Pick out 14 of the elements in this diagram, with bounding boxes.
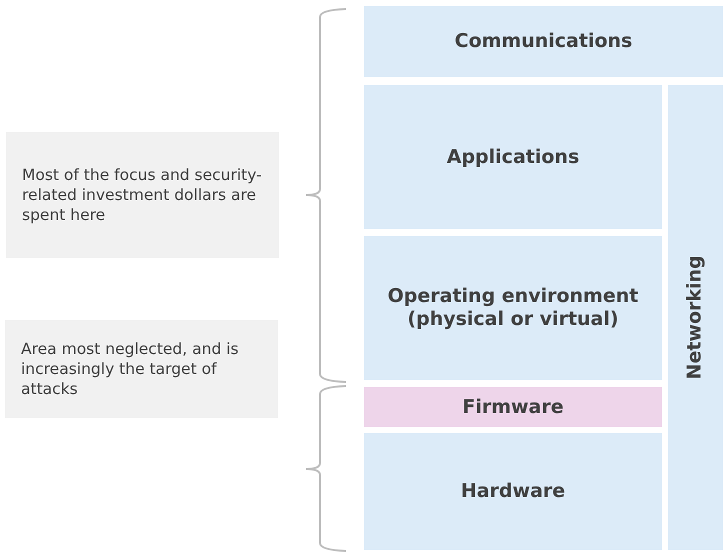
layer-box — [364, 236, 662, 380]
layer-label: Applications — [446, 146, 580, 168]
layer-box — [364, 85, 662, 229]
layer-box — [364, 433, 662, 550]
layer-box — [364, 6, 723, 77]
layer-label: Hardware — [460, 480, 566, 503]
layer-box — [364, 387, 662, 427]
note-text: Most of the focus and security-related investment dollars are spent here — [22, 164, 263, 226]
layer-label: Firmware — [462, 396, 564, 418]
layer-label: Operating environment (physical or virtual) — [386, 285, 640, 331]
layer-box — [668, 85, 723, 550]
layer-label: Communications — [454, 30, 632, 53]
note-text: Area most neglected, and is increasingly the target of attacks — [21, 338, 240, 400]
layer-label: Networking — [684, 255, 707, 380]
